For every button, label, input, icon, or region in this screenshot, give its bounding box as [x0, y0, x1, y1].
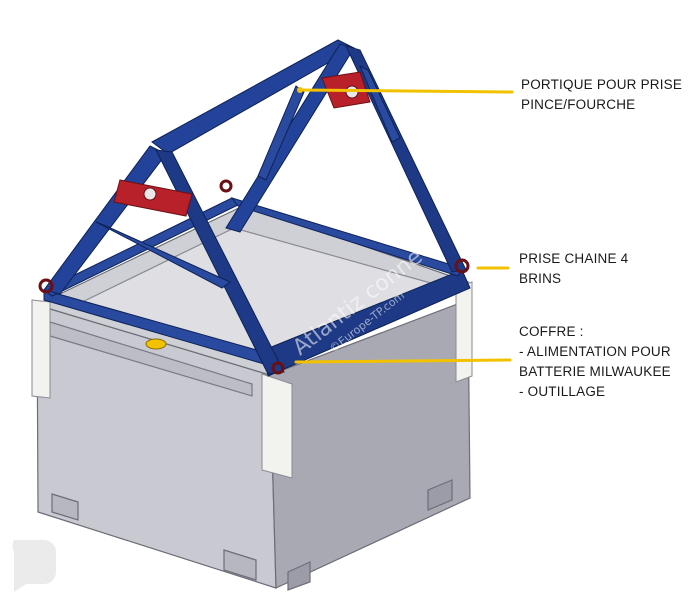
fork-slot-right-2: [427, 479, 453, 511]
corner-post-front: [261, 373, 293, 479]
callout-coffre-line-3: BATTERIE MILWAUKEE: [519, 364, 671, 379]
lifting-ring-left: [38, 278, 54, 294]
box-right-face: [269, 299, 471, 589]
lifting-rings: [38, 179, 470, 375]
leader-portique: [298, 88, 514, 94]
leader-coffre: [294, 358, 512, 364]
corner-post-right: [455, 281, 473, 383]
callout-coffre-line-4: - OUTILLAGE: [519, 384, 606, 399]
brace-left-1: [95, 221, 231, 289]
lid-latch: [145, 338, 167, 350]
callout-coffre: COFFRE : - ALIMENTATION POUR BATTERIE MI…: [519, 322, 671, 402]
fork-pocket-left-hole: [143, 187, 157, 201]
callout-prise-chaine-line-1: PRISE CHAINE 4: [519, 251, 629, 266]
callout-portique-line-2: PINCE/FOURCHE: [521, 97, 636, 112]
callout-prise-chaine: PRISE CHAINE 4 BRINS: [519, 249, 628, 289]
leader-dot-portique: [297, 87, 303, 93]
fork-slot-left-1: [51, 493, 79, 521]
callout-portique: PORTIQUE POUR PRISE PINCE/FOURCHE: [521, 75, 682, 115]
corner-post-front-left: [31, 299, 51, 399]
callout-coffre-line-1: COFFRE :: [519, 324, 584, 339]
callout-prise-chaine-line-2: BRINS: [519, 271, 562, 286]
lifting-ring-top: [219, 179, 233, 193]
logo-mark: [12, 540, 57, 592]
brace-right-2: [359, 64, 401, 143]
fork-slot-right-1: [287, 561, 311, 591]
callout-coffre-line-2: - ALIMENTATION POUR: [519, 344, 671, 359]
top-rim: [43, 197, 471, 377]
leader-lines: [294, 88, 514, 364]
callout-portique-line-1: PORTIQUE POUR PRISE: [521, 77, 683, 92]
rim-back-right: [230, 197, 463, 277]
lifting-ring-right: [454, 258, 470, 274]
fork-slot-left-2: [223, 549, 257, 581]
lifting-ring-front: [271, 361, 285, 375]
